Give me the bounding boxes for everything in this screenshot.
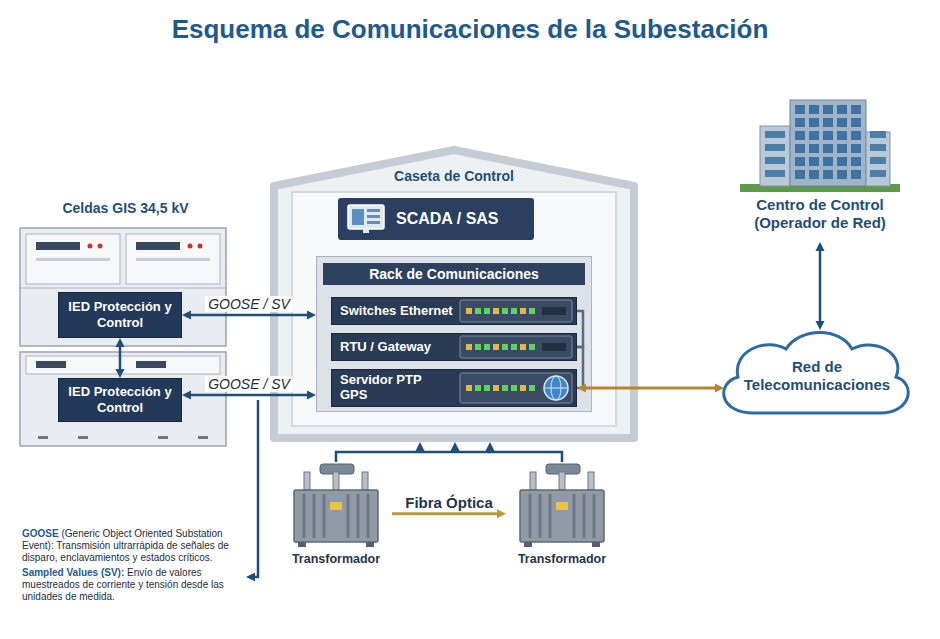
transformer: Transformador <box>280 462 392 577</box>
leader-arrow-head <box>246 573 255 582</box>
rtu-unit: RTU / Gateway <box>331 333 577 361</box>
note-paragraph: Sampled Values (SV): Envío de valores mu… <box>22 567 244 604</box>
node-label: Rack de Comunicaciones <box>323 263 585 285</box>
control-house: Caseta de ControlSCADA / SAS Rack de Comu… <box>268 146 640 442</box>
connector <box>486 442 563 462</box>
connector <box>577 384 724 393</box>
node-label: RTU / Gateway <box>340 340 431 355</box>
connector <box>116 338 125 378</box>
telecom-cloud: Red de Telecomunicaciones <box>724 330 910 422</box>
node-label: Red de Telecomunicaciones <box>737 358 897 394</box>
device-front <box>460 336 572 358</box>
edge-label: GOOSE / SV <box>205 376 293 392</box>
node-label: SCADA / SAS <box>396 210 499 228</box>
comms-rack: Rack de ComunicacionesSwitches EthernetR… <box>316 256 592 412</box>
gis-cells-group: Celdas GIS 34,5 kV IED Protección y Contr… <box>18 198 233 450</box>
transformer: Transformador <box>506 462 618 577</box>
leader-line <box>254 400 258 577</box>
device-front <box>460 300 572 322</box>
switch-unit: Switches Ethernet <box>331 297 577 325</box>
building-illustration <box>730 92 910 192</box>
node-label: Transformador <box>506 462 618 566</box>
node-label: Switches Ethernet <box>340 304 453 319</box>
ptp-server-unit: Servidor PTP GPS <box>331 369 577 407</box>
notes-block: GOOSE (Generic Object Oriented Substatio… <box>22 528 244 605</box>
transformer-illustration <box>506 462 618 550</box>
node-label: Caseta de Control <box>268 168 640 184</box>
transformer-illustration <box>280 462 392 550</box>
node-label: Celdas GIS 34,5 kV <box>18 198 233 216</box>
node-label: Centro de Control (Operador de Red) <box>740 196 900 232</box>
connector <box>816 242 825 330</box>
diagram-title: Esquema de Comunicaciones de la Subestac… <box>0 14 940 45</box>
edge-label: GOOSE / SV <box>205 296 293 312</box>
ied-box: IED Protección y Control <box>58 378 182 422</box>
device-front <box>460 373 572 403</box>
connector <box>577 311 583 347</box>
node-label: IED Protección y Control <box>67 299 173 330</box>
bus-line <box>420 451 490 454</box>
node-label: Transformador <box>280 462 392 566</box>
connector <box>336 442 425 462</box>
edge-label: Fibra Óptica <box>402 494 496 511</box>
bus-arrow-head <box>451 442 460 451</box>
connector <box>577 347 583 388</box>
control-center: Centro de Control (Operador de Red) <box>730 92 910 242</box>
note-term: Sampled Values (SV): <box>22 567 124 578</box>
node-label: Servidor PTP GPS <box>340 373 436 403</box>
note-paragraph: GOOSE (Generic Object Oriented Substatio… <box>22 528 244 565</box>
monitor-icon <box>338 198 392 238</box>
node-label: IED Protección y Control <box>67 384 173 415</box>
ied-box: IED Protección y Control <box>58 292 182 338</box>
scada-box: SCADA / SAS <box>338 198 534 240</box>
note-term: GOOSE <box>22 528 59 539</box>
